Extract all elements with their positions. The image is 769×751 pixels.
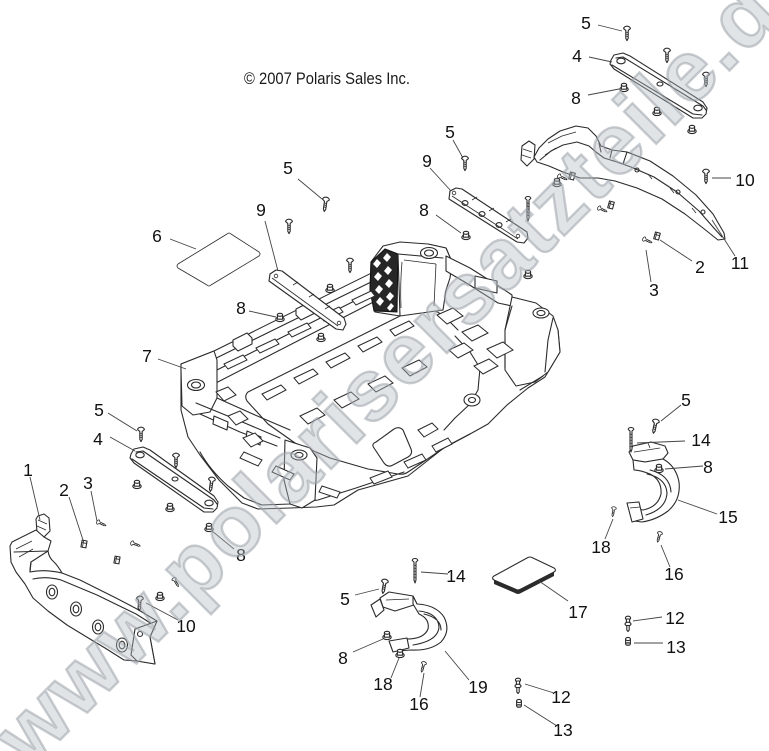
svg-text:8: 8 (571, 88, 581, 108)
svg-text:5: 5 (681, 390, 691, 410)
svg-text:© 2007 Polaris Sales Inc.: © 2007 Polaris Sales Inc. (244, 69, 410, 88)
svg-text:17: 17 (568, 602, 587, 622)
svg-text:11: 11 (731, 253, 749, 273)
svg-text:5: 5 (445, 122, 455, 142)
svg-text:14: 14 (446, 566, 466, 586)
svg-text:18: 18 (373, 674, 392, 694)
svg-text:13: 13 (666, 637, 685, 657)
svg-text:8: 8 (338, 648, 348, 668)
svg-text:5: 5 (340, 589, 350, 609)
svg-text:4: 4 (93, 429, 103, 449)
svg-text:10: 10 (735, 170, 755, 190)
svg-text:2: 2 (59, 480, 69, 500)
svg-text:3: 3 (649, 280, 659, 300)
svg-text:4: 4 (572, 46, 582, 66)
svg-text:7: 7 (142, 346, 152, 366)
svg-text:18: 18 (591, 537, 610, 557)
svg-text:3: 3 (83, 473, 93, 493)
svg-text:8: 8 (703, 457, 713, 477)
svg-text:12: 12 (665, 608, 684, 628)
svg-text:16: 16 (664, 564, 683, 584)
svg-text:15: 15 (718, 507, 737, 527)
svg-text:14: 14 (691, 430, 711, 450)
svg-text:9: 9 (422, 151, 432, 171)
svg-text:9: 9 (256, 200, 266, 220)
svg-text:8: 8 (419, 200, 429, 220)
svg-text:19: 19 (468, 677, 487, 697)
svg-text:12: 12 (551, 687, 570, 707)
svg-text:5: 5 (283, 158, 293, 178)
svg-text:1: 1 (23, 460, 33, 480)
svg-text:8: 8 (236, 545, 246, 565)
svg-text:16: 16 (409, 694, 428, 714)
svg-text:2: 2 (695, 257, 705, 277)
svg-text:8: 8 (236, 298, 246, 318)
svg-text:10: 10 (176, 616, 196, 636)
svg-text:5: 5 (94, 400, 104, 420)
svg-text:6: 6 (152, 226, 162, 246)
svg-text:13: 13 (553, 720, 572, 740)
svg-text:5: 5 (581, 13, 591, 33)
